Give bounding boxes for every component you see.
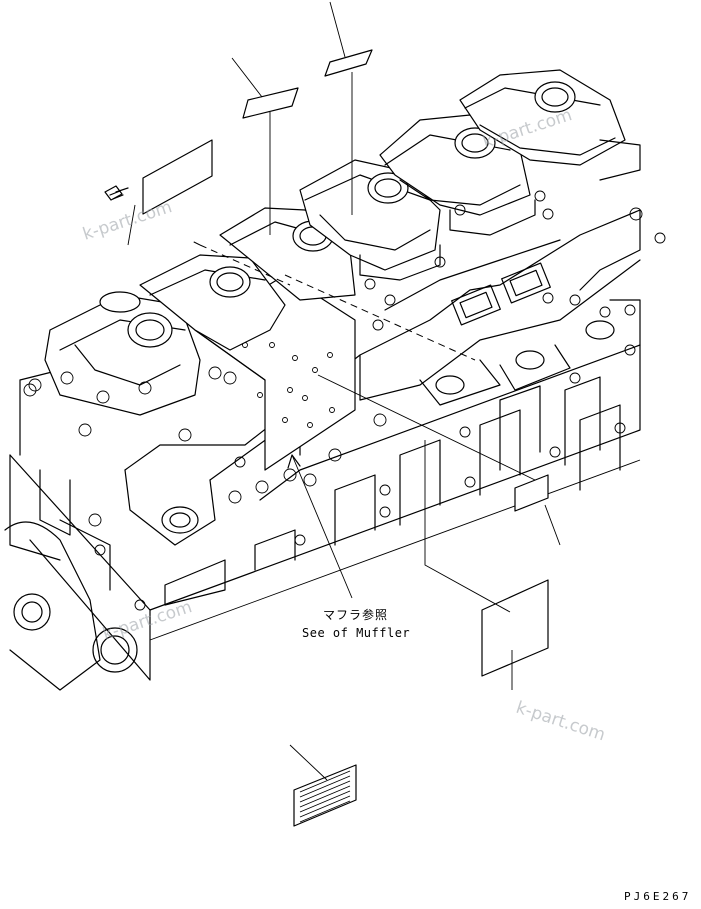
- label-plate-a: [242, 87, 299, 119]
- label-plate-b: [324, 49, 373, 77]
- drawing-code: PJ6E267: [624, 890, 691, 903]
- muffler-arrow-icon: [287, 454, 301, 469]
- front-housing: [4, 369, 146, 691]
- rocker-cover-1: [44, 291, 201, 416]
- hidden-line-1: [199, 244, 291, 286]
- leader-line-b: [329, 1, 353, 215]
- watermark-4: k-part.com: [513, 698, 607, 746]
- head-bolts: [28, 190, 643, 468]
- drive-screw-bolt: [104, 185, 129, 201]
- nameplate: [142, 139, 213, 215]
- label-plate-c: [514, 474, 549, 512]
- callout-japanese: マフラ参照: [323, 607, 388, 622]
- label-plate-d: [481, 579, 549, 677]
- leader-line-bolt: [127, 204, 136, 246]
- callout-english: See of Muffler: [302, 626, 410, 640]
- exhaust-manifold: [124, 209, 666, 546]
- leader-line-d: [424, 440, 513, 690]
- warning-label: [293, 764, 357, 827]
- engine-block: [9, 299, 641, 681]
- watermark-3: k-part.com: [100, 597, 194, 645]
- watermark-1: k-part.com: [80, 197, 174, 245]
- rocker-cover-4: [299, 159, 441, 281]
- leader-line-a: [231, 57, 271, 235]
- hidden-line-2: [284, 274, 476, 361]
- rocker-cover-5: [379, 114, 536, 236]
- rocker-cover-6: [459, 69, 641, 181]
- muffler-leader-line: [291, 454, 353, 599]
- rocker-cover-2: [139, 254, 286, 351]
- leader-line-c: [317, 374, 561, 546]
- hidden-line-3: [189, 239, 201, 246]
- leader-line-e: [289, 744, 328, 781]
